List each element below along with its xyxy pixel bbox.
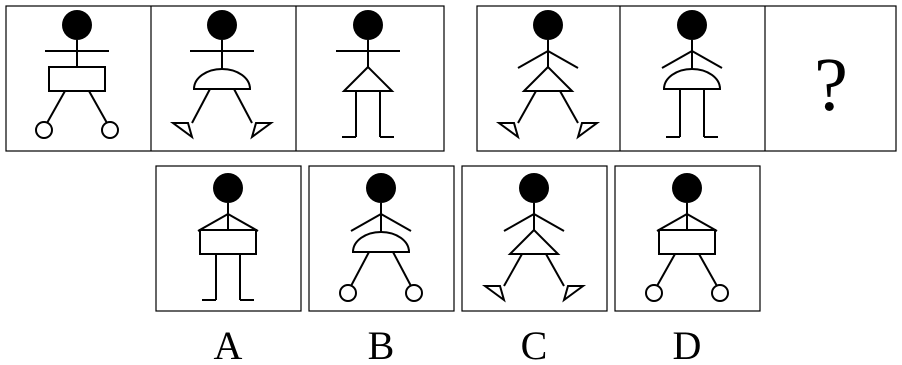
figure-body-triangle xyxy=(341,65,395,92)
figure-arm-right xyxy=(691,50,723,69)
option-b-label: B xyxy=(368,323,395,365)
figure-leg-right xyxy=(545,253,565,287)
option-d-figure xyxy=(645,173,729,302)
figure-leg-right xyxy=(233,88,253,124)
figure-leg-right xyxy=(88,90,108,124)
figure-arm-right xyxy=(533,213,565,232)
sequence-group-right: ? xyxy=(476,5,897,152)
sequence-figure-4 xyxy=(495,10,601,140)
figure-body-semicircle xyxy=(351,231,411,253)
option-d[interactable]: D xyxy=(614,165,761,365)
figure-leg-left xyxy=(517,90,537,124)
figure-arm-right xyxy=(686,213,718,232)
option-a-figure xyxy=(197,173,259,301)
sequence-figure-3 xyxy=(336,10,400,138)
figure-leg-left xyxy=(350,251,370,287)
figure-arm-left xyxy=(350,213,382,232)
figure-leg-right xyxy=(698,253,718,287)
figure-foot-triangle xyxy=(562,285,587,303)
option-b[interactable]: B xyxy=(308,165,455,365)
figure-head xyxy=(353,10,383,40)
figure-leg-left xyxy=(191,88,211,124)
figure-head xyxy=(519,173,549,203)
figure-body-triangle xyxy=(521,65,575,92)
sequence-figure-5 xyxy=(661,10,723,138)
figure-body-rectangle xyxy=(199,229,257,255)
option-b-figure xyxy=(339,173,423,302)
figure-foot-circle xyxy=(711,284,729,302)
option-c-figure xyxy=(481,173,587,303)
sequence-row: ? xyxy=(5,5,897,152)
sequence-figure-1 xyxy=(35,10,119,139)
figure-foot-circle xyxy=(405,284,423,302)
figure-arm-left xyxy=(197,213,229,232)
figure-foot-triangle xyxy=(250,122,275,140)
figure-foot-circle xyxy=(339,284,357,302)
figure-leg-left xyxy=(503,253,523,287)
figure-arm-right xyxy=(227,213,259,232)
figure-foot-circle xyxy=(101,121,119,139)
option-a-label: A xyxy=(214,323,243,365)
figure-foot-circle xyxy=(645,284,663,302)
sequence-figure-2 xyxy=(169,10,275,140)
figure-head xyxy=(213,173,243,203)
option-c[interactable]: C xyxy=(461,165,608,365)
figure-arm-left xyxy=(517,50,549,69)
figure-head xyxy=(677,10,707,40)
figure-head xyxy=(207,10,237,40)
figure-body-rectangle xyxy=(658,229,716,255)
figure-arm-left xyxy=(503,213,535,232)
figure-body-triangle xyxy=(507,228,561,255)
figure-arm-right xyxy=(547,50,579,69)
sequence-group-left xyxy=(5,5,445,152)
options-row: A B C D xyxy=(155,165,761,365)
option-c-label: C xyxy=(521,323,548,365)
figure-head xyxy=(366,173,396,203)
figure-body-rectangle xyxy=(48,66,106,92)
figure-arm-right xyxy=(380,213,412,232)
figure-head xyxy=(62,10,92,40)
figure-head xyxy=(533,10,563,40)
figure-foot-circle xyxy=(35,121,53,139)
figure-leg-right xyxy=(392,251,412,287)
figure-leg-left xyxy=(656,253,676,287)
figure-head xyxy=(672,173,702,203)
figure-body-semicircle xyxy=(192,68,252,90)
figure-leg-right xyxy=(559,90,579,124)
option-d-label: D xyxy=(673,323,702,365)
figure-leg-left xyxy=(46,90,66,124)
figure-body-semicircle xyxy=(662,68,722,90)
figure-foot-triangle xyxy=(481,285,506,303)
figure-foot-triangle xyxy=(576,122,601,140)
question-mark: ? xyxy=(814,43,848,127)
figure-foot-triangle xyxy=(169,122,194,140)
figure-arm-left xyxy=(661,50,693,69)
figure-arm-left xyxy=(656,213,688,232)
figure-foot-triangle xyxy=(495,122,520,140)
option-a[interactable]: A xyxy=(155,165,302,365)
